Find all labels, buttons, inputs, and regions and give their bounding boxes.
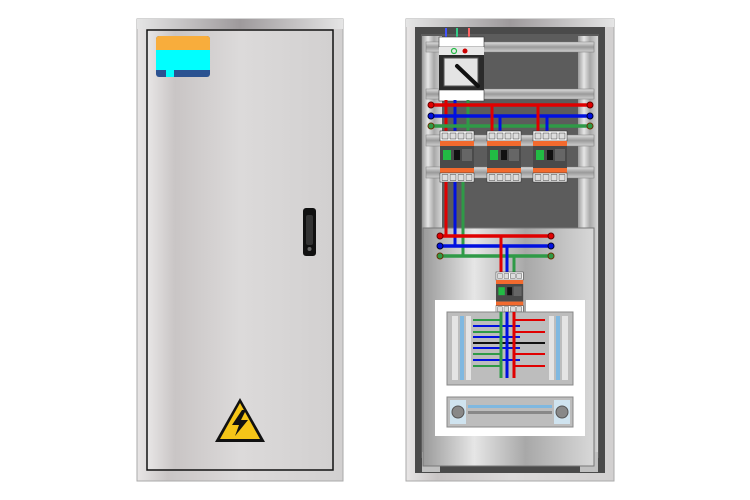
terminal-block xyxy=(446,311,574,386)
open-cabinet xyxy=(405,18,615,482)
busbars-upper xyxy=(427,100,594,132)
door-handle-icon[interactable] xyxy=(303,208,316,256)
circuit-breaker-icon[interactable] xyxy=(532,130,568,183)
neutral-ground-bar xyxy=(446,396,574,428)
circuit-breaker-icon[interactable] xyxy=(439,130,475,183)
cabinet-door xyxy=(146,29,334,471)
circuit-breaker-icon[interactable] xyxy=(486,130,522,183)
label-plate-icon xyxy=(156,36,210,77)
rotary-switch-icon[interactable] xyxy=(438,28,485,102)
high-voltage-warning-icon xyxy=(215,398,265,442)
circuit-breaker-icon[interactable] xyxy=(495,271,524,314)
closed-cabinet xyxy=(136,18,344,482)
